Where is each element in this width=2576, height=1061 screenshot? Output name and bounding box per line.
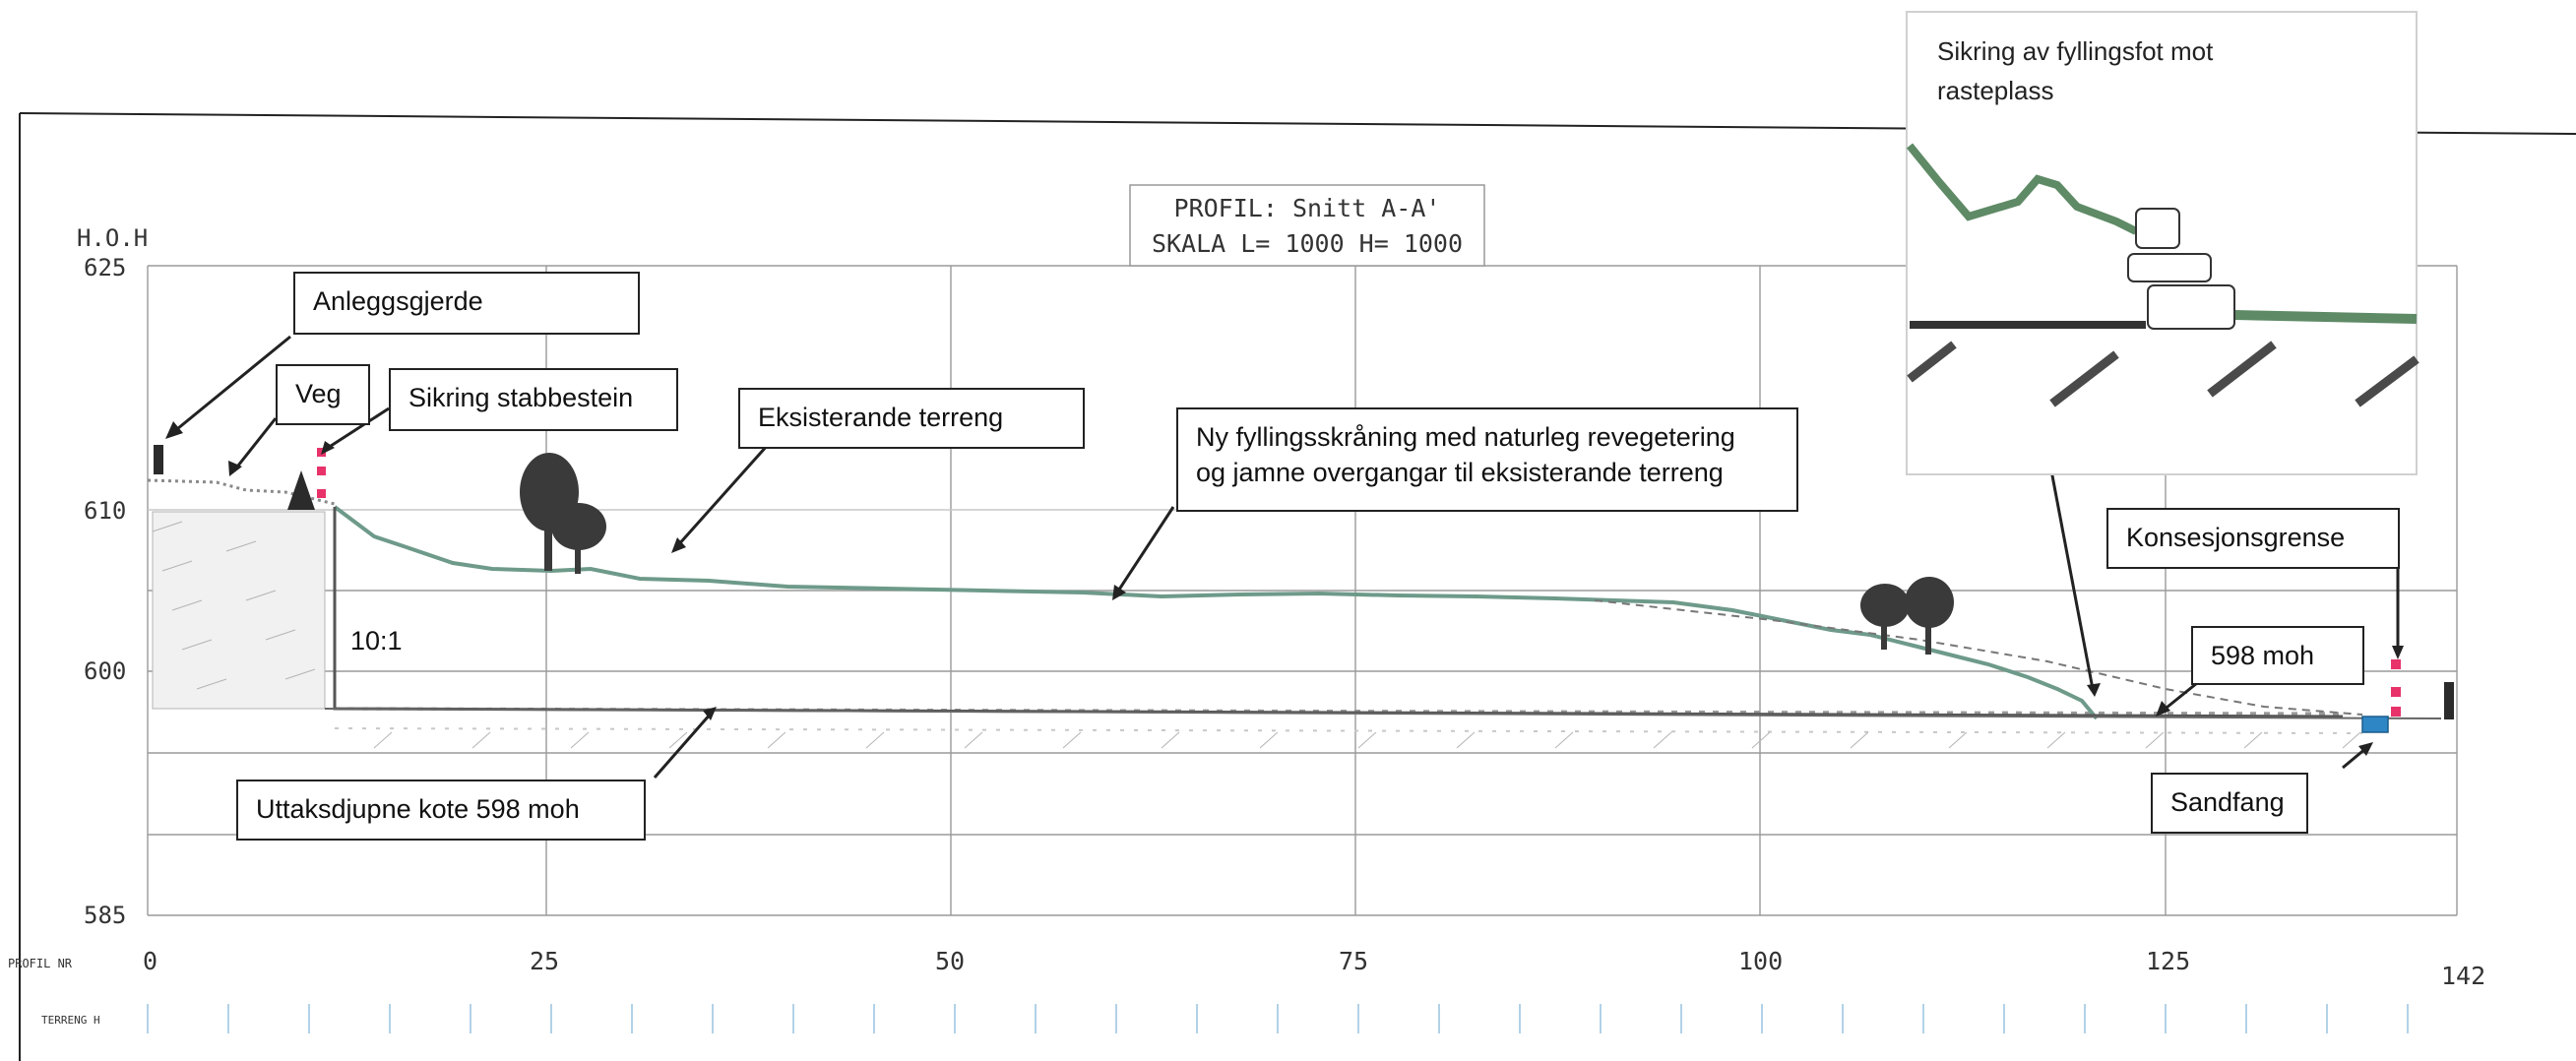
inset-terrain-right [2233, 310, 2418, 324]
label-sikring-stabbestein: Sikring stabbestein [389, 368, 678, 431]
profile-scale: SKALA L= 1000 H= 1000 [1152, 229, 1463, 258]
y-tick-600: 600 [84, 657, 126, 685]
label-eksisterande-terreng: Eksisterande terreng [738, 388, 1085, 449]
y-tick-625: 625 [84, 254, 126, 281]
tree-group-left [520, 453, 606, 574]
inset-title-line2: rasteplass [1937, 76, 2054, 106]
inset-title: Sikring av fyllingsfot mot rasteplass [1937, 31, 2213, 111]
row-label-terreng: TERRENG H [41, 1014, 100, 1027]
inset-panel [1906, 11, 2419, 475]
label-veg: Veg [276, 364, 370, 425]
inset-stone-1 [2135, 208, 2180, 249]
stabbestein-triangle [287, 470, 315, 510]
y-tick-585: 585 [84, 902, 126, 929]
tree-group-right [1860, 577, 1954, 655]
arrow-heads [165, 421, 2404, 756]
x-tick-75: 75 [1339, 947, 1368, 975]
profile-title-box [1129, 184, 1485, 267]
red-marker-left [317, 448, 326, 498]
terrain-height-row [147, 1004, 2409, 1033]
row-label-profil: PROFIL NR [8, 957, 73, 970]
slope-label: 10:1 [350, 626, 403, 655]
x-tick-50: 50 [935, 947, 965, 975]
x-tick-100: 100 [1738, 947, 1783, 975]
y-tick-610: 610 [84, 497, 126, 525]
y-axis-unit: H.O.H [77, 224, 148, 252]
inset-title-line1: Sikring av fyllingsfot mot [1937, 36, 2214, 66]
sandfang-marker [2361, 716, 2389, 733]
profile-title: PROFIL: Snitt A-A' [1174, 194, 1441, 222]
x-tick-125: 125 [2146, 947, 2190, 975]
inset-stone-2 [2127, 253, 2212, 282]
inset-hatch [1907, 341, 2419, 407]
fence-post-left [154, 445, 163, 474]
label-sandfang: Sandfang [2151, 773, 2308, 834]
dashed-original-profile [1594, 599, 2363, 716]
extraction-depth-line [333, 507, 2344, 718]
inset-stone-3 [2147, 284, 2235, 330]
fence-post-right [2444, 682, 2454, 719]
red-marker-right [2391, 659, 2401, 717]
label-ny-fylling-line1: Ny fyllingsskråning med naturleg reveget… [1196, 422, 1735, 452]
inset-terrain-line [1906, 143, 2138, 235]
label-anleggsgjerde: Anleggsgjerde [293, 272, 640, 335]
label-ny-fyllingsskraning: Ny fyllingsskråning med naturleg reveget… [1176, 407, 1798, 512]
x-tick-25: 25 [530, 947, 559, 975]
label-uttaksdjupne: Uttaksdjupne kote 598 moh [236, 780, 646, 841]
existing-terrain-line [333, 505, 2099, 720]
label-ny-fylling-line2: og jamne overgangar til eksisterande ter… [1196, 458, 1724, 488]
x-tick-142: 142 [2441, 962, 2485, 990]
label-598-moh: 598 moh [2191, 626, 2364, 685]
x-tick-0: 0 [143, 947, 157, 975]
floor-line [324, 708, 2442, 719]
label-konsesjonsgrense: Konsesjonsgrense [2106, 508, 2400, 569]
